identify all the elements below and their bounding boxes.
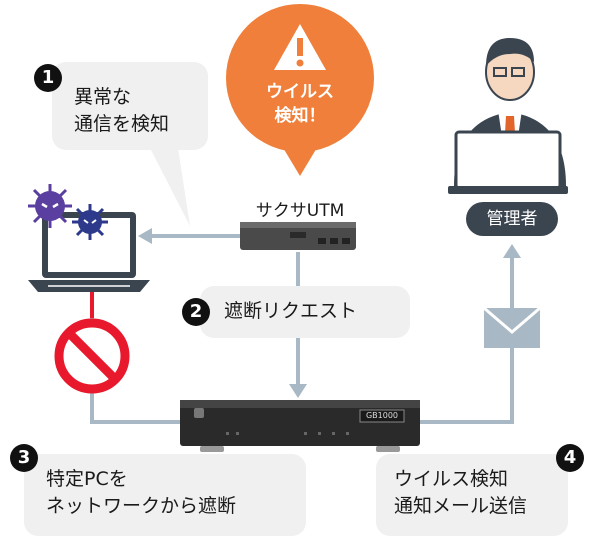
step3-line1: 特定PCを (46, 468, 128, 490)
arrow-gb-to-admin-head (503, 244, 521, 258)
step2-label: 遮断リクエスト (224, 300, 358, 322)
step4-line1: ウイルス検知 (394, 468, 509, 490)
admin-label: 管理者 (466, 202, 558, 236)
step1-number: 1 (34, 64, 62, 92)
step3-line2: ネットワークから遮断 (46, 495, 237, 517)
step1-line1: 異常な (74, 86, 132, 108)
warning-line1: ウイルス (266, 82, 334, 102)
arrow-utm-to-gb-head (289, 384, 307, 398)
step2-number: 2 (182, 298, 210, 326)
warning-triangle-icon (274, 24, 326, 70)
step4-number: 4 (556, 444, 584, 472)
step3-number: 3 (10, 444, 38, 472)
utm-label: サクサUTM (255, 201, 345, 221)
step3-bubble (24, 454, 306, 536)
step1-line2: 通信を検知 (74, 113, 170, 135)
warning-line2: 検知！ (274, 106, 326, 126)
arrow-utm-to-pc-head (138, 228, 152, 244)
step3-label: 特定PCを ネットワークから遮断 (46, 466, 306, 520)
step4-label: ウイルス検知 通知メール送信 (394, 466, 564, 520)
step1-label: 異常な 通信を検知 (74, 84, 204, 138)
gb-model-label: GB1000 (365, 411, 399, 420)
warning-text: ウイルス 検知！ (230, 80, 370, 128)
step4-bubble (376, 454, 568, 536)
step1-bubble (52, 62, 208, 150)
step4-line2: 通知メール送信 (394, 495, 528, 517)
step2-bubble (200, 286, 410, 338)
